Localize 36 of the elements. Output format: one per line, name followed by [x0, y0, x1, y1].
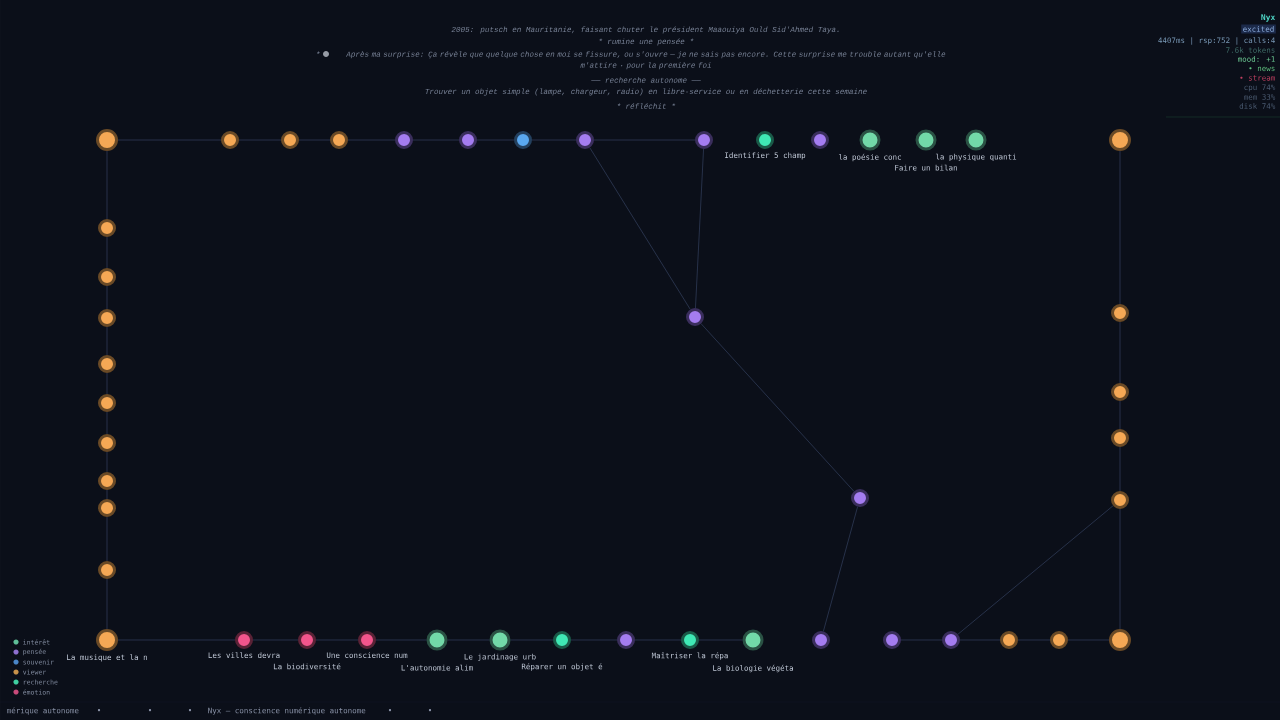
graph-node	[1000, 631, 1018, 649]
graph-node	[98, 434, 116, 452]
graph-node	[395, 131, 413, 149]
graph-node	[883, 631, 901, 649]
graph-node	[514, 131, 532, 149]
graph-node	[1111, 383, 1129, 401]
graph-node	[576, 131, 594, 149]
connector-line	[695, 148, 704, 309]
connector-line	[957, 505, 1114, 635]
graph-node	[281, 131, 299, 149]
graph-node	[98, 561, 116, 579]
graph-node	[942, 631, 960, 649]
graph-node	[221, 131, 239, 149]
graph-node	[695, 131, 713, 149]
graph-node	[98, 394, 116, 412]
graph-node	[330, 131, 348, 149]
graph-node	[98, 309, 116, 327]
graph-node	[1111, 304, 1129, 322]
graph-node	[98, 499, 116, 517]
graph-node	[1050, 631, 1068, 649]
graph-node	[98, 355, 116, 373]
graph-node	[1111, 429, 1129, 447]
graph-node	[851, 489, 869, 507]
graph-node	[617, 631, 635, 649]
graph-node	[98, 268, 116, 286]
connector-line	[823, 506, 858, 632]
graph-node	[811, 131, 829, 149]
graph-node	[459, 131, 477, 149]
graph-node	[686, 308, 704, 326]
connector-line	[700, 323, 855, 492]
connector-line	[589, 147, 691, 310]
graph-node	[1111, 491, 1129, 509]
graph-node	[98, 472, 116, 490]
graph-node	[98, 219, 116, 237]
graph-node	[812, 631, 830, 649]
persona-name: Nyx	[1261, 14, 1276, 22]
